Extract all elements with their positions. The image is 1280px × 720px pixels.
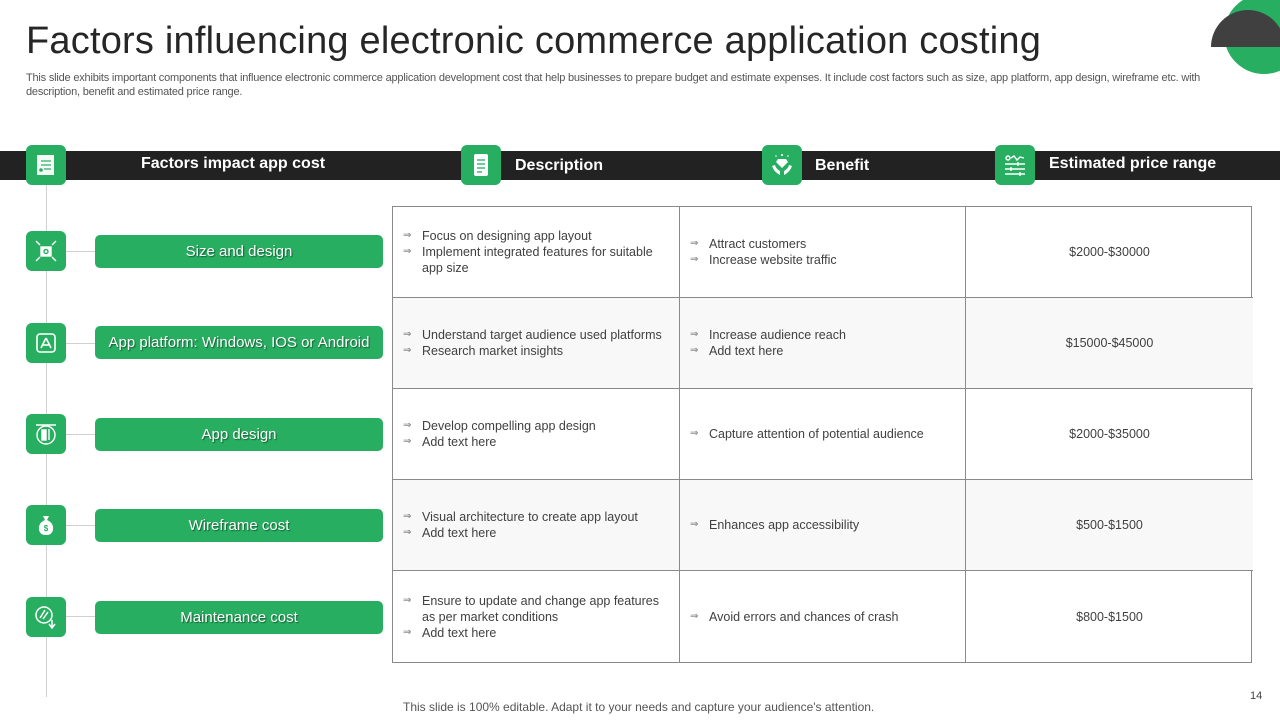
header-bar xyxy=(0,151,1280,180)
column-header-description: Description xyxy=(515,157,604,174)
price-cell: $2000-$30000 xyxy=(966,207,1253,298)
benefit-cell: Enhances app accessibility xyxy=(680,480,966,571)
description-item: Understand target audience used platform… xyxy=(403,327,669,343)
benefit-cell: Attract customersIncrease website traffi… xyxy=(680,207,966,298)
description-item: Research market insights xyxy=(403,343,669,359)
column-header-price-range: Estimated price range xyxy=(1049,155,1217,172)
resize-icon xyxy=(26,231,66,271)
description-item: Visual architecture to create app layout xyxy=(403,509,669,525)
benefit-cell: Increase audience reachAdd text here xyxy=(680,298,966,389)
description-item: Add text here xyxy=(403,434,669,450)
description-item: Add text here xyxy=(403,525,669,541)
diamond-hands-icon xyxy=(762,145,802,185)
money-bag-icon: $ xyxy=(26,505,66,545)
benefit-item: Increase audience reach xyxy=(690,327,955,343)
connector-line xyxy=(66,525,96,526)
description-item: Ensure to update and change app features… xyxy=(403,593,669,625)
slide-title: Factors influencing electronic commerce … xyxy=(26,20,1042,62)
benefit-item: Increase website traffic xyxy=(690,252,955,268)
maintenance-icon xyxy=(26,597,66,637)
benefit-item: Add text here xyxy=(690,343,955,359)
cost-table: Focus on designing app layoutImplement i… xyxy=(392,206,1253,663)
description-item: Add text here xyxy=(403,625,669,641)
page-number: 14 xyxy=(1250,690,1263,702)
description-cell: Ensure to update and change app features… xyxy=(393,571,680,662)
description-item: Focus on designing app layout xyxy=(403,228,669,244)
column-header-benefit: Benefit xyxy=(815,157,870,174)
description-item: Develop compelling app design xyxy=(403,418,669,434)
price-cell: $800-$1500 xyxy=(966,571,1253,662)
connector-line xyxy=(66,251,96,252)
description-cell: Develop compelling app designAdd text he… xyxy=(393,389,680,480)
price-value: $800-$1500 xyxy=(1076,609,1143,624)
svg-text:$: $ xyxy=(44,524,49,533)
price-cell: $500-$1500 xyxy=(966,480,1253,571)
slide-subtitle: This slide exhibits important components… xyxy=(26,72,1201,98)
design-tools-icon xyxy=(26,414,66,454)
checklist-icon xyxy=(26,145,66,185)
benefit-item: Capture attention of potential audience xyxy=(690,426,955,442)
factor-label: Wireframe cost xyxy=(95,509,383,542)
sliders-icon xyxy=(995,145,1035,185)
connector-line xyxy=(66,616,96,617)
description-cell: Focus on designing app layoutImplement i… xyxy=(393,207,680,298)
factor-label: App platform: Windows, IOS or Android xyxy=(95,326,383,359)
connector-line xyxy=(66,434,96,435)
price-value: $500-$1500 xyxy=(1076,518,1143,532)
factor-label: Maintenance cost xyxy=(95,601,383,634)
factor-label: App design xyxy=(95,418,383,451)
column-header-factors: Factors impact app cost xyxy=(141,155,326,172)
corner-decoration xyxy=(1190,0,1280,80)
benefit-item: Avoid errors and chances of crash xyxy=(690,609,955,625)
connector-line xyxy=(66,343,96,344)
price-value: $2000-$30000 xyxy=(1069,245,1150,259)
app-store-icon xyxy=(26,323,66,363)
document-icon xyxy=(461,145,501,185)
description-cell: Visual architecture to create app layout… xyxy=(393,480,680,571)
description-cell: Understand target audience used platform… xyxy=(393,298,680,389)
benefit-item: Attract customers xyxy=(690,236,955,252)
factor-label: Size and design xyxy=(95,235,383,268)
benefit-item: Enhances app accessibility xyxy=(690,517,955,533)
price-value: $2000-$35000 xyxy=(1069,427,1150,441)
price-cell: $2000-$35000 xyxy=(966,389,1253,480)
footer-note: This slide is 100% editable. Adapt it to… xyxy=(403,700,875,714)
price-value: $15000-$45000 xyxy=(1065,336,1154,350)
benefit-cell: Avoid errors and chances of crash xyxy=(680,571,966,662)
description-item: Implement integrated features for suitab… xyxy=(403,244,669,276)
price-cell: $15000-$45000 xyxy=(966,298,1253,389)
benefit-cell: Capture attention of potential audience xyxy=(680,389,966,480)
